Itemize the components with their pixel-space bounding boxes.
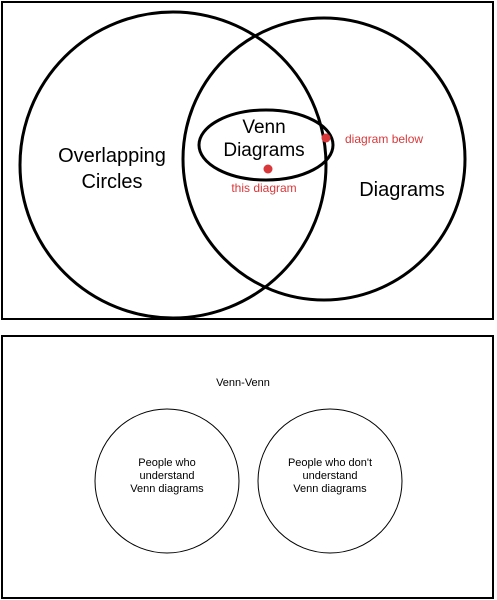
understand-label-line3: Venn diagrams	[130, 483, 204, 495]
left-set-label-line2: Circles	[81, 171, 142, 193]
venn-venn-title: Venn-Venn	[216, 377, 270, 389]
diagrams-set	[181, 16, 467, 302]
venn-diagram-canvas: Overlapping Circles Venn Diagrams Diagra…	[18, 10, 467, 318]
overlapping-circles-set	[18, 10, 328, 318]
this-diagram-annotation: this diagram	[231, 181, 296, 195]
venn-diagrams-subset	[197, 108, 335, 182]
venn-diagram-panel: Overlapping Circles Venn Diagrams Diagra…	[1, 1, 494, 320]
dont-understand-label-line1: People who don't	[288, 457, 372, 469]
dont-understand-circle	[257, 408, 403, 554]
dont-understand-label-line3: Venn diagrams	[293, 483, 367, 495]
understand-label-line1: People who	[138, 457, 196, 469]
dont-understand-label-line2: understand	[302, 470, 357, 482]
understand-circle	[94, 408, 240, 554]
venn-venn-canvas: Venn-Venn People who understand Venn dia…	[94, 377, 403, 554]
this-diagram-marker	[263, 164, 273, 174]
center-set-label-line2: Diagrams	[223, 140, 304, 161]
center-set-label-line1: Venn	[242, 117, 285, 138]
left-set-label-line1: Overlapping	[58, 145, 166, 167]
diagram-below-annotation: diagram below	[345, 132, 423, 146]
right-set-label: Diagrams	[359, 179, 445, 201]
understand-label-line2: understand	[139, 470, 194, 482]
venn-venn-panel: Venn-Venn People who understand Venn dia…	[1, 335, 494, 599]
diagram-below-marker	[321, 133, 331, 143]
